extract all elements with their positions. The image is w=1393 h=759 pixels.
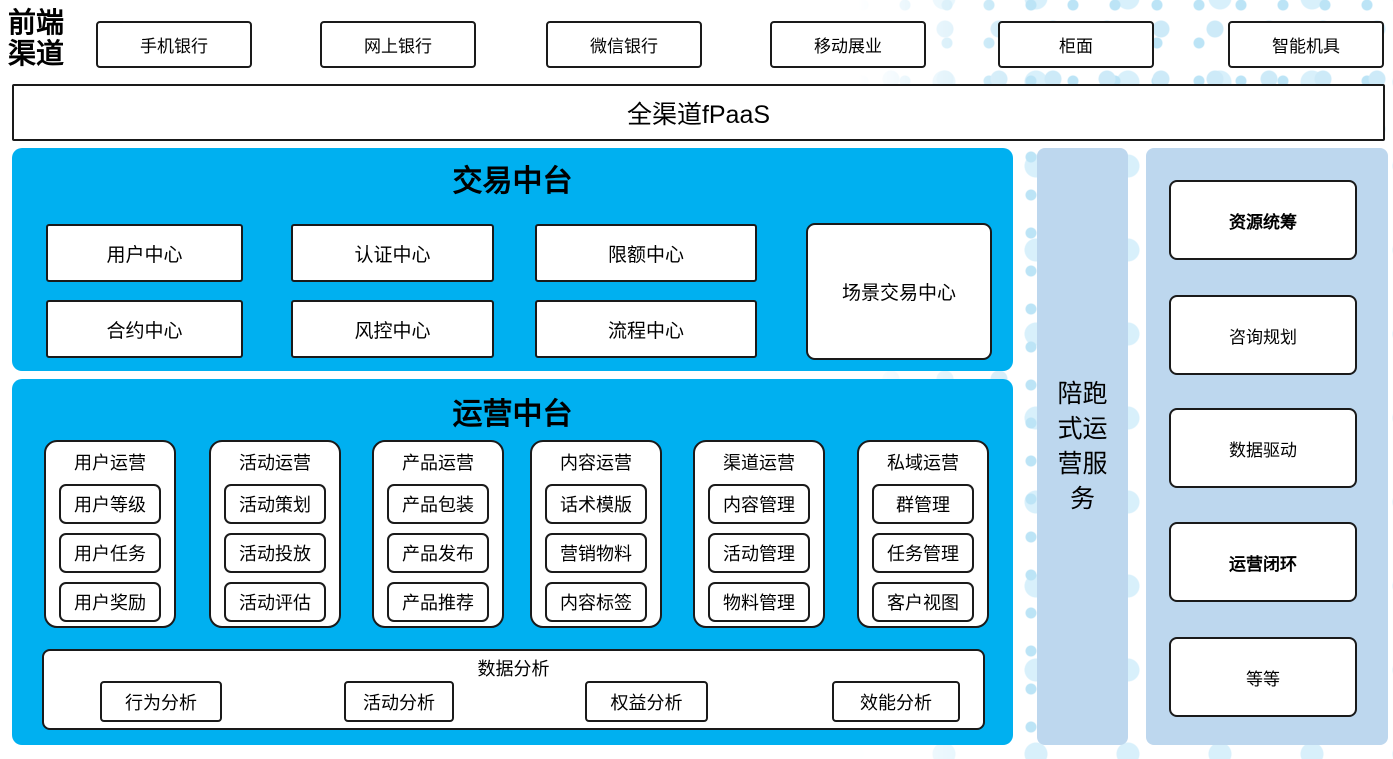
ops-column-user: 用户运营 用户等级 用户任务 用户奖励: [44, 440, 176, 628]
service-items-column: 资源统筹 咨询规划 数据驱动 运营闭环 等等: [1146, 148, 1388, 745]
companion-operation-service-bar: 陪跑式运营服务: [1037, 148, 1128, 745]
ops-item: 活动评估: [224, 582, 326, 622]
ops-item: 内容标签: [545, 582, 647, 622]
analysis-item-efficiency: 效能分析: [832, 681, 960, 722]
analysis-item-behavior: 行为分析: [100, 681, 222, 722]
ops-item: 用户等级: [59, 484, 161, 524]
ops-item: 营销物料: [545, 533, 647, 573]
limit-center-box: 限额中心: [535, 224, 757, 282]
channel-box-wechat-banking: 微信银行: [546, 21, 702, 68]
trade-platform-title: 交易中台: [452, 165, 573, 198]
ops-column-title: 内容运营: [560, 453, 632, 473]
auth-center-box: 认证中心: [291, 224, 494, 282]
ops-item: 用户奖励: [59, 582, 161, 622]
service-box-consulting: 咨询规划: [1169, 295, 1357, 375]
ops-item: 活动策划: [224, 484, 326, 524]
scene-trade-center-box: 场景交易中心: [806, 223, 992, 360]
ops-column-content: 内容运营 话术模版 营销物料 内容标签: [530, 440, 662, 628]
ops-column-channel: 渠道运营 内容管理 活动管理 物料管理: [693, 440, 825, 628]
service-box-data-driven: 数据驱动: [1169, 408, 1357, 488]
ops-item: 活动投放: [224, 533, 326, 573]
data-analysis-container: 数据分析 行为分析 活动分析 权益分析 效能分析: [42, 649, 985, 730]
ops-item: 话术模版: [545, 484, 647, 524]
ops-column-title: 渠道运营: [723, 453, 795, 473]
analysis-item-activity: 活动分析: [344, 681, 454, 722]
ops-item: 客户视图: [872, 582, 974, 622]
ops-item: 内容管理: [708, 484, 810, 524]
omnichannel-fpaas-bar: 全渠道fPaaS: [12, 84, 1385, 141]
frontend-channels-label: 前端渠道: [8, 8, 65, 70]
ops-item: 活动管理: [708, 533, 810, 573]
channel-box-counter: 柜面: [998, 21, 1154, 68]
ops-item: 产品包装: [387, 484, 489, 524]
trade-platform-panel: 交易中台 用户中心 认证中心 限额中心 合约中心 风控中心 流程中心 场景交易中…: [12, 148, 1013, 371]
ops-column-product: 产品运营 产品包装 产品发布 产品推荐: [372, 440, 504, 628]
process-center-box: 流程中心: [535, 300, 757, 358]
data-analysis-title: 数据分析: [477, 659, 550, 679]
ops-column-activity: 活动运营 活动策划 活动投放 活动评估: [209, 440, 341, 628]
channel-box-mobile-marketing: 移动展业: [770, 21, 926, 68]
ops-column-title: 私域运营: [887, 453, 959, 473]
service-box-etc: 等等: [1169, 637, 1357, 717]
operations-platform-panel: 运营中台 用户运营 用户等级 用户任务 用户奖励 活动运营 活动策划 活动投放 …: [12, 379, 1013, 745]
ops-item: 产品发布: [387, 533, 489, 573]
user-center-box: 用户中心: [46, 224, 243, 282]
analysis-item-rights: 权益分析: [585, 681, 708, 722]
ops-item: 物料管理: [708, 582, 810, 622]
service-box-operation-loop: 运营闭环: [1169, 522, 1357, 602]
ops-item: 群管理: [872, 484, 974, 524]
ops-column-title: 活动运营: [239, 453, 311, 473]
channel-box-smart-devices: 智能机具: [1228, 21, 1384, 68]
channel-box-mobile-banking: 手机银行: [96, 21, 252, 68]
channel-box-online-banking: 网上银行: [320, 21, 476, 68]
ops-item: 用户任务: [59, 533, 161, 573]
risk-center-box: 风控中心: [291, 300, 494, 358]
contract-center-box: 合约中心: [46, 300, 243, 358]
service-box-resource-planning: 资源统筹: [1169, 180, 1357, 260]
companion-service-label: 陪跑式运营服务: [1057, 379, 1108, 513]
ops-column-private-domain: 私域运营 群管理 任务管理 客户视图: [857, 440, 989, 628]
ops-item: 产品推荐: [387, 582, 489, 622]
ops-item: 任务管理: [872, 533, 974, 573]
ops-column-title: 用户运营: [74, 453, 146, 473]
ops-column-title: 产品运营: [402, 453, 474, 473]
operations-platform-title: 运营中台: [452, 398, 573, 431]
